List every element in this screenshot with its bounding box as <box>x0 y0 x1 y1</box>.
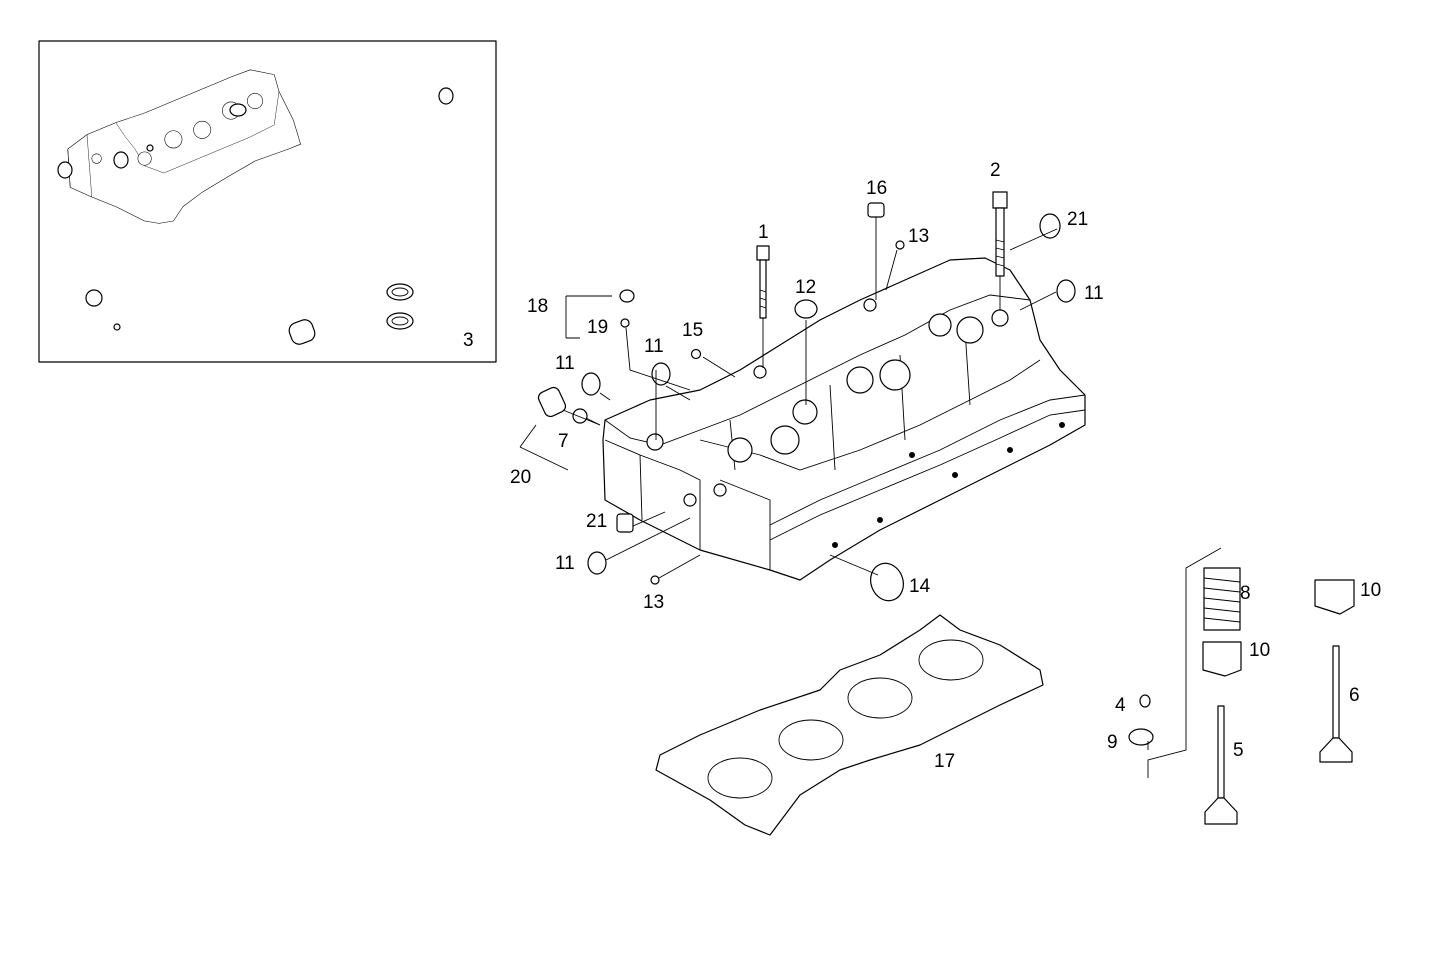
callout-8: 8 <box>1240 583 1251 604</box>
plug-21-top-icon <box>1039 213 1061 239</box>
plug-14-icon <box>870 562 904 602</box>
ring-7-icon <box>572 408 588 424</box>
callout-7: 7 <box>558 431 569 452</box>
inset-plug-icon <box>229 103 247 117</box>
screw-18-icon <box>619 289 635 303</box>
callout-14: 14 <box>909 576 931 597</box>
seal-10-icon <box>1202 641 1242 677</box>
callout-15: 15 <box>682 320 703 341</box>
inset-seal-ring-icon <box>386 312 414 330</box>
valve-spring-8-icon <box>1203 567 1241 631</box>
inset-cap-icon <box>113 151 129 169</box>
plug-12-icon <box>794 299 818 319</box>
callout-20: 20 <box>510 467 531 488</box>
callout-11-left: 11 <box>555 353 575 374</box>
seal-10-right-icon <box>1314 579 1355 615</box>
keeper-4-icon <box>1139 694 1151 708</box>
inset-plug-large-icon <box>288 319 316 345</box>
callout-10-lower: 10 <box>1249 640 1270 661</box>
inset-label: 3 <box>463 330 474 351</box>
cap-11-center-icon <box>651 362 671 386</box>
ring-13-bottom-icon <box>650 575 660 585</box>
valve-5-icon <box>1204 705 1238 825</box>
callout-17: 17 <box>934 751 955 772</box>
callout-9: 9 <box>1107 732 1118 753</box>
leader-lines <box>519 217 1222 778</box>
cap-11-bottom-icon <box>587 551 607 575</box>
retainer-9-icon <box>1128 728 1154 746</box>
callout-5: 5 <box>1233 740 1244 761</box>
callout-19: 19 <box>587 317 608 338</box>
callout-11-center: 11 <box>644 336 664 357</box>
inset-seal-ring-icon <box>386 283 414 301</box>
inset-complete-head-assembly: 3 <box>38 40 497 363</box>
plug-21-bottom-icon <box>616 513 634 533</box>
ring-13-top-icon <box>895 240 905 250</box>
callout-6: 6 <box>1349 685 1360 706</box>
inset-small-ring-icon <box>113 323 121 331</box>
inset-cylinder-head-drawing <box>67 69 301 224</box>
head-gasket <box>655 614 1044 836</box>
inset-cap-icon <box>57 161 73 179</box>
loose-parts <box>537 191 1355 825</box>
callout-13-bottom: 13 <box>643 592 664 613</box>
callout-13-top: 13 <box>908 226 929 247</box>
callout-labels: 1 2 4 5 6 7 8 9 10 10 11 11 11 11 12 13 … <box>510 160 1381 772</box>
callout-10-upper: 10 <box>1360 580 1381 601</box>
ring-15-icon <box>690 348 702 360</box>
callout-18: 18 <box>527 296 548 317</box>
callout-2: 2 <box>990 160 1001 181</box>
callout-21-bottom: 21 <box>586 511 607 532</box>
inset-cap-icon <box>438 87 454 105</box>
callout-4: 4 <box>1115 695 1126 716</box>
inset-frame <box>38 40 497 363</box>
bolt-1-icon <box>756 245 770 319</box>
ring-19-icon <box>620 318 630 328</box>
valve-6-icon <box>1319 645 1353 763</box>
callout-1: 1 <box>758 222 769 243</box>
cylinder-head <box>602 257 1086 602</box>
callout-16: 16 <box>866 178 887 199</box>
plug-20-icon <box>537 386 567 418</box>
cap-11-right-icon <box>1056 279 1076 303</box>
callout-12: 12 <box>795 277 816 298</box>
callout-11-right: 11 <box>1084 283 1104 304</box>
callout-11-bottom: 11 <box>555 553 575 574</box>
callout-21-top: 21 <box>1067 209 1088 230</box>
inset-cap-icon <box>85 289 103 307</box>
cap-11-left-icon <box>581 372 601 396</box>
plug-16-icon <box>867 202 885 218</box>
